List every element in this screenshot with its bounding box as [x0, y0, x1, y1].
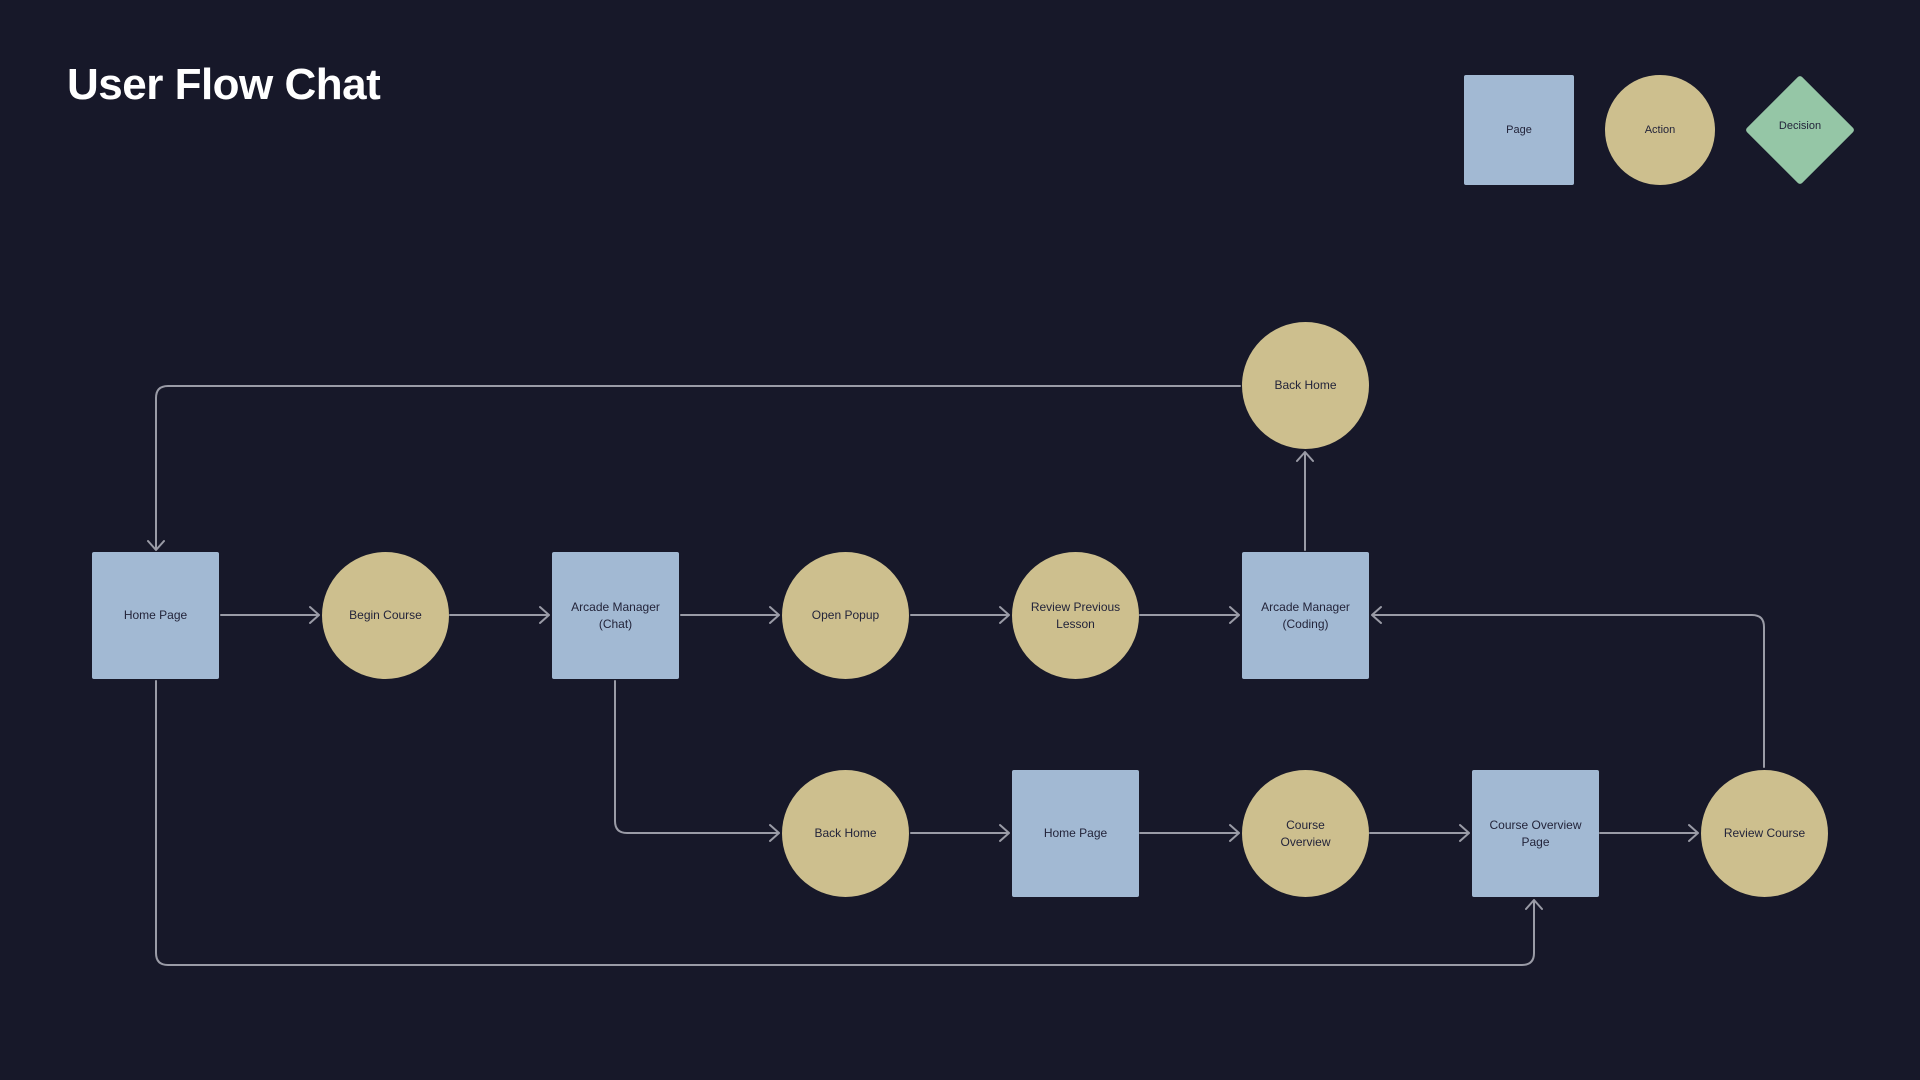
edge-review-prev-to-arcade-coding — [1139, 606, 1240, 624]
legend-action: Action — [1605, 75, 1715, 185]
legend-page: Page — [1464, 75, 1574, 185]
node-arcade-manager-coding[interactable]: Arcade Manager (Coding) — [1242, 552, 1369, 679]
edge-course-overview-to-overview-page — [1369, 824, 1470, 842]
legend-page-label: Page — [1506, 124, 1532, 136]
edge-begin-to-arcade-chat — [449, 606, 550, 624]
edge-back-home-to-home-page — [147, 385, 1241, 551]
node-home-page-2[interactable]: Home Page — [1012, 770, 1139, 897]
edge-arcade-chat-to-back-home — [614, 680, 780, 842]
legend-decision-label: Decision — [1778, 120, 1822, 132]
edge-arcade-coding-to-back-home — [1296, 451, 1314, 551]
edge-arcade-chat-to-popup — [680, 606, 780, 624]
edge-home-page-2-to-course-overview — [1139, 824, 1240, 842]
node-review-course[interactable]: Review Course — [1701, 770, 1828, 897]
node-back-home-bottom[interactable]: Back Home — [782, 770, 909, 897]
page-title: User Flow Chat — [67, 60, 381, 109]
node-arcade-manager-chat[interactable]: Arcade Manager (Chat) — [552, 552, 679, 679]
node-review-previous-lesson[interactable]: Review Previous Lesson — [1012, 552, 1139, 679]
node-course-overview[interactable]: Course Overview — [1242, 770, 1369, 897]
edge-home-to-begin — [220, 606, 320, 624]
node-begin-course[interactable]: Begin Course — [322, 552, 449, 679]
edge-review-course-to-arcade-coding — [1371, 606, 1765, 768]
legend-action-label: Action — [1644, 124, 1676, 136]
node-open-popup[interactable]: Open Popup — [782, 552, 909, 679]
node-back-home-top[interactable]: Back Home — [1242, 322, 1369, 449]
node-home-page[interactable]: Home Page — [92, 552, 219, 679]
node-course-overview-page[interactable]: Course Overview Page — [1472, 770, 1599, 897]
edge-overview-page-to-review-course — [1599, 824, 1699, 842]
edge-back-home-to-home-page-2 — [910, 824, 1010, 842]
edge-popup-to-review-prev — [910, 606, 1010, 624]
